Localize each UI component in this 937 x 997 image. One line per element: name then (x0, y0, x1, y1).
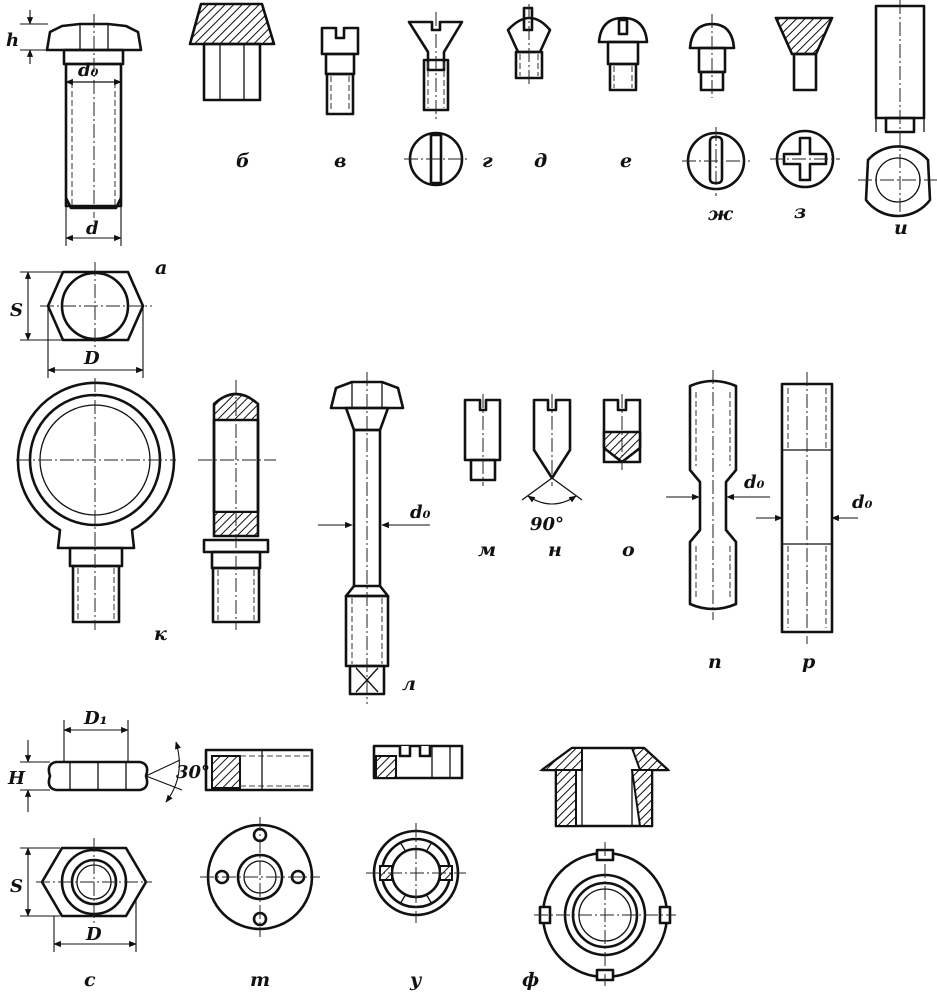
view-r-stud: d₀ р (756, 372, 873, 673)
dim-S-s: S (10, 876, 23, 897)
label-view-t: т (250, 969, 270, 991)
label-view-zh: ж (708, 203, 734, 225)
dim-d0-r: d₀ (852, 492, 873, 513)
label-view-k: к (154, 623, 167, 645)
label-view-o: о (622, 539, 635, 561)
dim-angle30: 30° (176, 762, 210, 783)
view-k-eye-bolt: к (16, 378, 176, 645)
view-m-set-screw: м (463, 394, 502, 561)
view-zh-round-head: ж (682, 14, 750, 225)
label-view-m: м (478, 539, 496, 561)
view-p-waisted-stud: d₀ п (666, 370, 770, 673)
dim-h: h (6, 30, 19, 51)
label-view-f: ф (522, 969, 539, 991)
view-t-round-nut: т (200, 748, 320, 991)
view-l-reduced-shank-bolt: d₀ л (318, 372, 431, 704)
view-d-raised-countersunk: д (506, 4, 552, 172)
view-i-end: и (858, 0, 937, 239)
view-f-flanged-nut: ф (522, 746, 676, 991)
view-v-slotted-screw: в (320, 26, 360, 172)
dim-d0-p: d₀ (744, 472, 765, 493)
view-z-cross-recess: з (770, 16, 840, 223)
dim-H: H (7, 768, 26, 789)
label-view-l: л (402, 673, 416, 695)
dim-D1: D₁ (83, 708, 108, 729)
view-a-hex-top: S D а (10, 257, 167, 378)
label-view-a: а (155, 257, 167, 279)
dim-d-a: d (86, 218, 99, 239)
view-o-dog-point-screw: о (602, 394, 642, 561)
label-view-e: е (620, 150, 632, 172)
view-b-hex-head: б (188, 2, 276, 172)
label-view-g: г (482, 150, 493, 172)
view-u-slotted-nut: у (366, 744, 466, 991)
label-view-i: и (894, 217, 908, 239)
view-s-hex-nut-top: S D с (10, 838, 152, 991)
view-e-round-head: е (597, 16, 649, 172)
dim-D-a: D (83, 348, 100, 369)
label-view-s: с (84, 969, 96, 991)
label-view-r: р (802, 651, 816, 673)
label-view-b: б (236, 150, 250, 172)
label-view-z: з (794, 201, 806, 223)
view-g-countersunk-screw: г (404, 12, 493, 187)
view-n-cone-point-screw: 90° н (521, 394, 583, 561)
view-s-hex-nut: D₁ H 30° (7, 708, 210, 812)
label-view-v: в (334, 150, 346, 172)
dim-d0-l: d₀ (410, 502, 431, 523)
label-view-n: н (548, 539, 562, 561)
label-view-p: п (708, 651, 722, 673)
label-view-d: д (534, 150, 547, 172)
dim-angle90: 90° (530, 514, 564, 535)
dim-S-a: S (10, 300, 23, 321)
dim-d0-a: d₀ (78, 60, 99, 81)
label-view-u: у (409, 969, 423, 991)
view-k-side-section (198, 380, 276, 630)
dim-D-s: D (85, 924, 102, 945)
view-a-hex-bolt: h d₀ d (6, 10, 143, 246)
